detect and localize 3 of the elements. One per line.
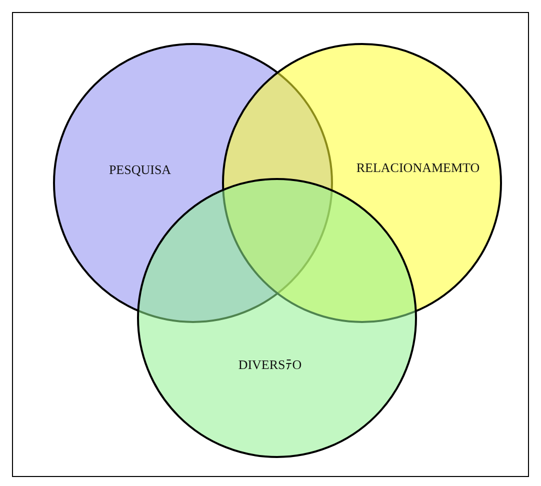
set-label: PESQUISA	[108, 162, 172, 178]
set-label: DIVERSﾃO	[238, 357, 302, 373]
set-label: RELACIONAMEMTO	[356, 160, 480, 176]
